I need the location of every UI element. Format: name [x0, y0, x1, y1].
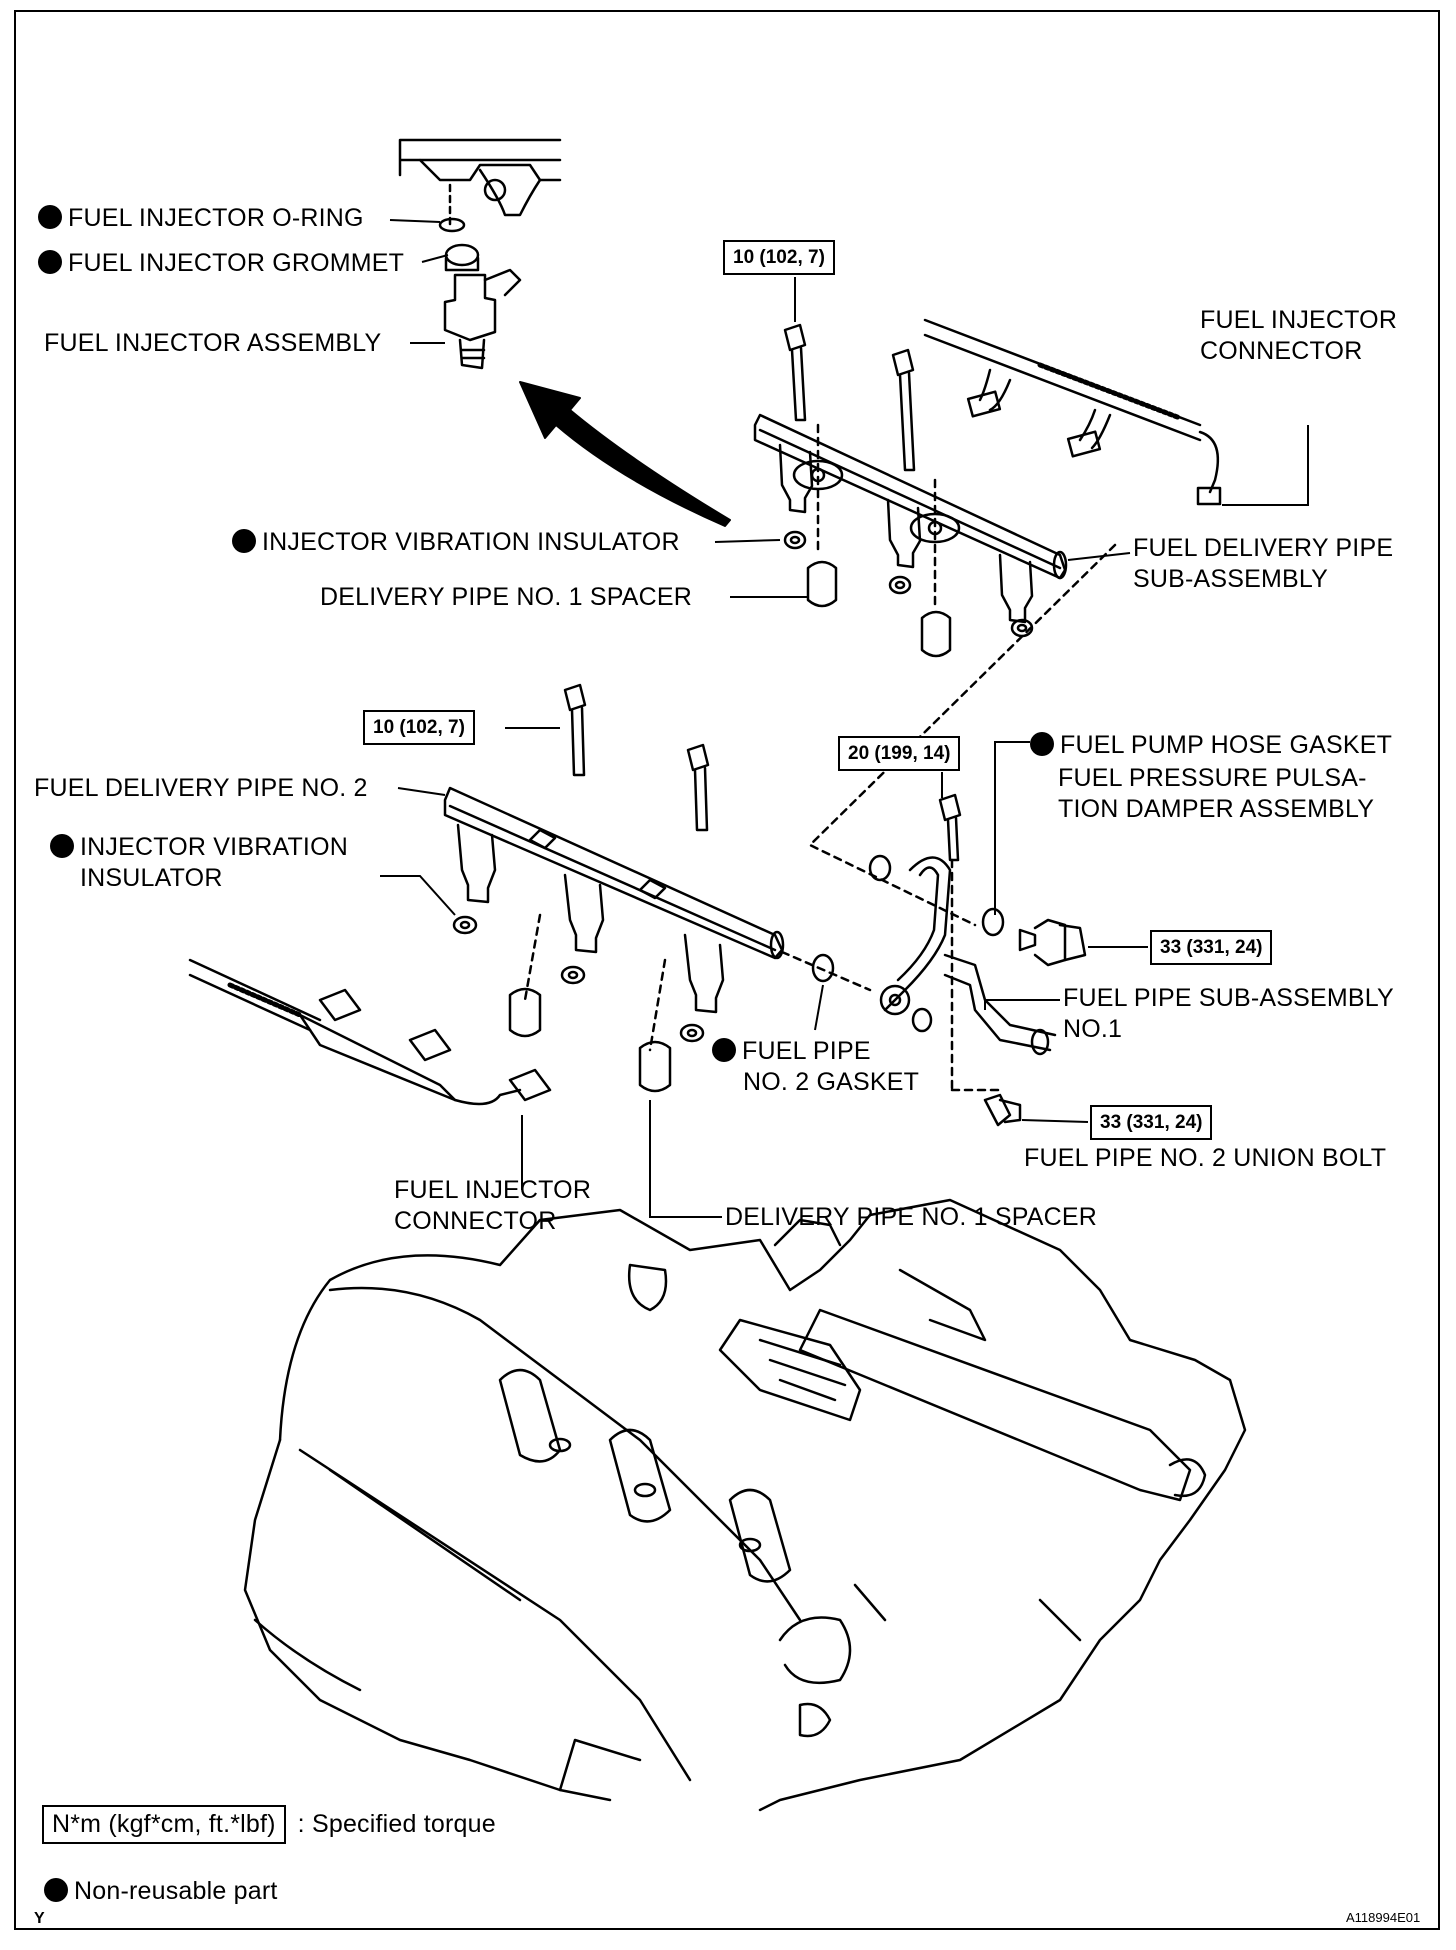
- figure-code: A118994E01: [1346, 1910, 1421, 1925]
- upper-harness-drawing: [923, 318, 1222, 506]
- legend-non-reusable: Non-reusable part: [44, 1876, 278, 1907]
- lower-harness-drawing: [188, 958, 552, 1106]
- footer-left-mark: Y: [34, 1910, 45, 1927]
- label-injector-vibration-insulator-top: INJECTOR VIBRATION INSULATOR: [232, 527, 680, 558]
- label-fuel-injector-grommet: FUEL INJECTOR GROMMET: [38, 248, 404, 279]
- torque-top-bolt: 10 (102, 7): [723, 240, 835, 275]
- label-fuel-pipe-no2-gasket: FUEL PIPE NO. 2 GASKET: [712, 1036, 919, 1098]
- label-fuel-pipe-no2-union-bolt: FUEL PIPE NO. 2 UNION BOLT: [1024, 1144, 1387, 1172]
- non-reusable-marker: [1030, 732, 1054, 756]
- non-reusable-marker: [38, 205, 62, 229]
- non-reusable-marker: [38, 250, 62, 274]
- label-delivery-pipe-spacer-bottom: DELIVERY PIPE NO. 1 SPACER: [725, 1203, 1098, 1231]
- legend-torque-unit: N*m (kgf*cm, ft.*lbf): [42, 1805, 286, 1844]
- torque-left-bolt: 10 (102, 7): [363, 710, 475, 745]
- engine-block-drawing: [243, 1198, 1247, 1812]
- label-fuel-injector-assembly: FUEL INJECTOR ASSEMBLY: [44, 329, 382, 357]
- torque-pipe-bolt: 20 (199, 14): [838, 736, 961, 771]
- label-fuel-injector-o-ring: FUEL INJECTOR O-RING: [38, 203, 364, 234]
- injector-detail-drawing: [398, 138, 562, 370]
- label-fuel-injector-connector-bottom: FUEL INJECTOR CONNECTOR: [394, 1176, 592, 1235]
- fuel-delivery-pipe-sub-assembly-drawing: [753, 323, 1068, 658]
- label-fuel-delivery-pipe-sub-assembly: FUEL DELIVERY PIPE SUB-ASSEMBLY: [1133, 534, 1394, 593]
- torque-damper: 33 (331, 24): [1150, 930, 1273, 965]
- direction-arrow: [519, 381, 731, 527]
- fuel-delivery-pipe-no2-drawing: [443, 683, 872, 1093]
- label-fuel-pump-hose-gasket: FUEL PUMP HOSE GASKET: [1030, 730, 1392, 761]
- legend-torque: N*m (kgf*cm, ft.*lbf) : Specified torque: [42, 1805, 496, 1844]
- label-fuel-pressure-pulsation-damper: FUEL PRESSURE PULSA- TION DAMPER ASSEMBL…: [1058, 764, 1375, 823]
- non-reusable-marker: [712, 1038, 736, 1062]
- fuel-pipe-assembly-drawing: [808, 543, 1117, 1127]
- diagram-frame: [14, 10, 1440, 1930]
- torque-union-bolt: 33 (331, 24): [1090, 1105, 1213, 1140]
- non-reusable-marker: [232, 529, 256, 553]
- label-fuel-pipe-sub-assembly-no1: FUEL PIPE SUB-ASSEMBLY NO.1: [1063, 984, 1394, 1043]
- non-reusable-marker: [44, 1878, 68, 1902]
- label-delivery-pipe-spacer-top: DELIVERY PIPE NO. 1 SPACER: [320, 583, 693, 611]
- label-injector-vibration-insulator-left: INJECTOR VIBRATION INSULATOR: [50, 832, 348, 894]
- legend-torque-text: : Specified torque: [297, 1810, 496, 1838]
- label-fuel-injector-connector-top: FUEL INJECTOR CONNECTOR: [1200, 306, 1398, 365]
- label-fuel-delivery-pipe-no2: FUEL DELIVERY PIPE NO. 2: [34, 774, 368, 802]
- non-reusable-marker: [50, 834, 74, 858]
